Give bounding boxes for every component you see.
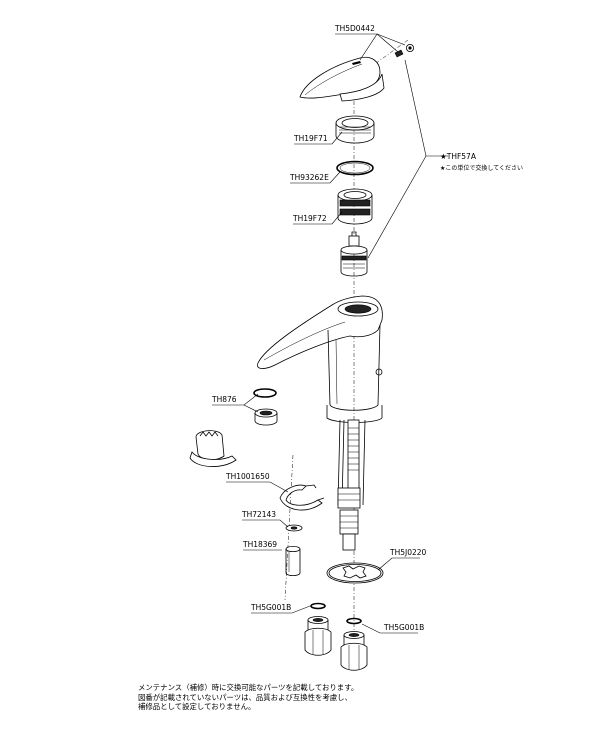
label-hose-nut-right: TH5G001B <box>383 623 424 632</box>
label-lock-ring: TH19F71 <box>293 134 328 143</box>
spacer <box>285 546 301 576</box>
o-ring <box>336 160 374 176</box>
cartridge-holder <box>337 188 373 225</box>
leader-lines <box>212 33 448 634</box>
maintenance-note-line-3: 補修品として設定しておりません。 <box>138 702 256 712</box>
lever-handle <box>299 56 385 102</box>
maintenance-note: メンテナンス（補修）時に交換可能なパーツを記載しております。 図番が記載されてい… <box>138 683 438 712</box>
hose-nut-left <box>304 602 332 656</box>
hose-nut-right <box>340 617 368 671</box>
faucet-body <box>257 295 383 423</box>
label-clamp: TH1001650 <box>225 472 270 481</box>
label-o-ring: TH93262E <box>289 173 329 182</box>
aerator <box>253 388 278 426</box>
label-base-plate: TH5J0220 <box>389 548 427 557</box>
label-handle: TH5D0442 <box>334 24 375 33</box>
screw-axis-line <box>349 39 409 83</box>
cartridge-unit-code: THF57A <box>446 152 477 161</box>
svg-text:★THF57A: ★THF57A <box>440 152 477 161</box>
label-cartridge-note: ★この単位で交換してください <box>440 164 523 172</box>
label-cartridge-unit: ★THF57A <box>440 152 477 161</box>
label-aerator: TH876 <box>211 395 237 404</box>
lock-ring <box>335 115 375 144</box>
mounting-shank <box>337 419 366 551</box>
aerator-wrench <box>189 430 237 467</box>
base-plate <box>326 562 384 584</box>
clamp <box>279 484 325 511</box>
label-spacer: TH18369 <box>242 540 277 549</box>
maintenance-note-line-1: メンテナンス（補修）時に交換可能なパーツを記載しております。 <box>138 683 359 692</box>
label-washer: TH72143 <box>241 510 276 519</box>
maintenance-note-line-2: 図番が記載されていないパーツは、品質および互換性を考慮し、 <box>138 692 352 702</box>
cartridge <box>340 231 368 277</box>
label-cartridge-holder: TH19F72 <box>292 214 327 223</box>
handle-screw <box>394 44 414 58</box>
washer <box>285 524 303 532</box>
label-hose-nut-left: TH5G001B <box>250 603 291 612</box>
cartridge-unit-marker: ★ <box>440 152 447 161</box>
